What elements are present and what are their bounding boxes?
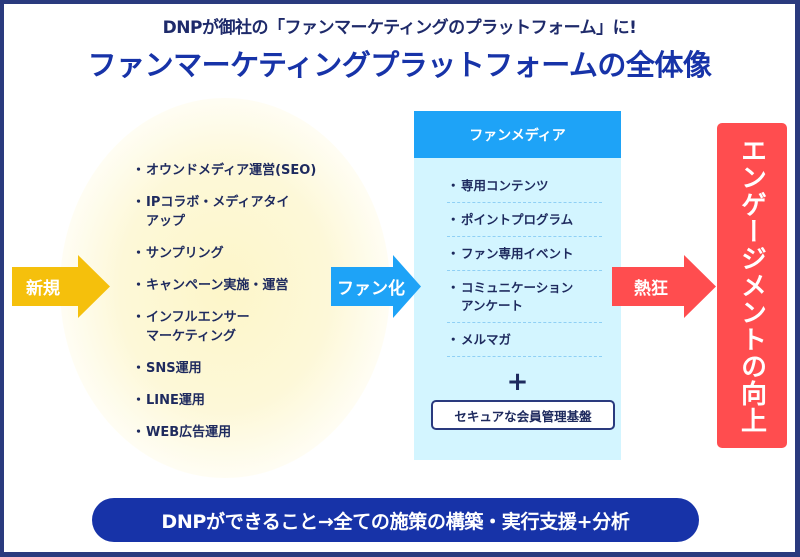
plus-icon: + <box>506 367 529 397</box>
page-title: ファンマーケティングプラットフォームの全体像 <box>87 48 712 82</box>
arrow-heat-label: 熱狂 <box>634 279 668 299</box>
arrow-new: 新規 <box>12 255 110 318</box>
tactics-list: ・ オウンドメディア運営(SEO) ・ IPコラボ・メディアタイ アップ ・ サ… <box>132 161 372 455</box>
media-item: ・コミュニケーション アンケート <box>447 279 602 323</box>
media-item: ・ポイントプログラム <box>447 211 602 237</box>
engagement-result-box: エンゲージメントの向上 <box>717 123 787 448</box>
fan-media-list: ・専用コンテンツ ・ポイントプログラム ・ファン専用イベント ・コミュニケーショ… <box>447 177 602 365</box>
diagram-canvas: DNPが御社の「ファンマーケティングのプラットフォーム」に! ファンマーケティン… <box>4 4 795 552</box>
arrow-right-icon <box>331 255 421 318</box>
arrow-fan-label: ファン化 <box>337 279 405 299</box>
tactic-item: ・ LINE運用 <box>132 393 205 408</box>
tactic-item: ・ サンプリング <box>132 246 224 261</box>
engagement-result-label: エンゲージメントの向上 <box>736 137 767 434</box>
tactic-item: ・ オウンドメディア運営(SEO) <box>132 163 317 178</box>
secure-member-base-label: セキュアな会員管理基盤 <box>431 400 615 430</box>
arrow-right-icon <box>612 255 716 318</box>
page-subtitle: DNPが御社の「ファンマーケティングのプラットフォーム」に! <box>162 18 637 38</box>
tactic-item: ・ IPコラボ・メディアタイ アップ <box>132 195 290 229</box>
media-item: ・ファン専用イベント <box>447 245 602 271</box>
fan-media-header: ファンメディア <box>414 111 621 158</box>
media-item: ・専用コンテンツ <box>447 177 602 203</box>
tactic-item: ・ インフルエンサー マーケティング <box>132 310 250 344</box>
tactic-item: ・ キャンペーン実施・運営 <box>132 278 289 293</box>
arrow-fan: ファン化 <box>331 255 421 318</box>
dnp-capability-banner: DNPができること→全ての施策の構築・実行支援+分析 <box>92 498 699 542</box>
arrow-right-icon <box>12 255 110 318</box>
media-item: ・メルマガ <box>447 331 602 357</box>
tactic-item: ・ WEB広告運用 <box>132 425 232 440</box>
arrow-heat: 熱狂 <box>612 255 716 318</box>
tactic-item: ・ SNS運用 <box>132 361 202 376</box>
arrow-new-label: 新規 <box>26 279 60 299</box>
fan-media-box: ファンメディア ・専用コンテンツ ・ポイントプログラム ・ファン専用イベント ・… <box>414 111 621 460</box>
